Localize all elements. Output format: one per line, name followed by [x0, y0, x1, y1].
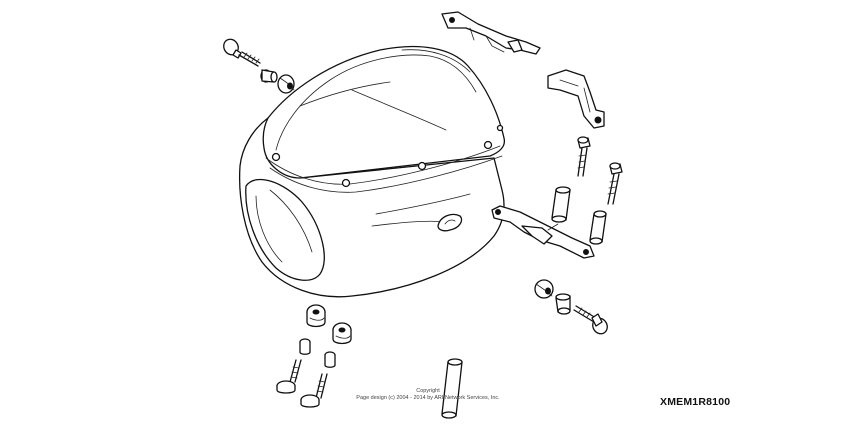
screw-lower-a	[276, 359, 302, 394]
copyright-title: Copyright	[416, 388, 440, 394]
screw-lower-b	[300, 373, 328, 408]
spacer-right-b	[589, 210, 607, 245]
screw-right	[573, 305, 608, 335]
grommet-left	[277, 74, 295, 94]
collar-lower-a	[299, 338, 311, 355]
grommet-right	[534, 279, 554, 299]
diagram-part-code: XMEM1R8100	[660, 396, 731, 408]
screw-upper-left	[223, 38, 261, 67]
copyright-notice: Copyright Page design (c) 2004 - 2014 by…	[338, 388, 518, 402]
copyright-text: Page design (c) 2004 - 2014 by ARI Netwo…	[356, 395, 500, 401]
grommet-lower-a	[306, 304, 326, 328]
collar-lower-b	[324, 351, 336, 368]
bolt-right-b	[607, 162, 623, 205]
grommet-lower-b	[332, 322, 352, 345]
mounting-bracket-top	[441, 11, 541, 55]
bolt-right-a	[577, 136, 591, 177]
spacer-tube-lower	[441, 358, 463, 419]
spacer-right-a	[551, 186, 571, 223]
collar-right	[555, 293, 571, 315]
collar-nut-left	[260, 69, 278, 83]
mounting-bracket-right	[547, 69, 605, 129]
stay-bracket	[491, 205, 595, 259]
windscreen-cowl	[239, 45, 506, 298]
